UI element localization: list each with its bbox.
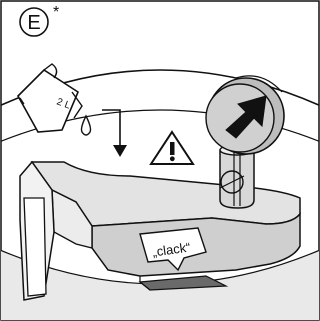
arrow-down-icon (102, 109, 127, 157)
gauge-needle (225, 95, 267, 139)
clack-text: „clack“ (151, 239, 191, 259)
lock-position-marker (220, 170, 244, 194)
water-drop-icon (80, 114, 92, 136)
step-letter: E (27, 12, 40, 34)
measuring-jug: 2 L (17, 63, 83, 133)
step-marker: E * (19, 4, 59, 37)
jug-volume-label: 2 L (55, 96, 72, 111)
clack-bubble: „clack“ (139, 227, 207, 272)
warning-triangle-icon (149, 130, 195, 165)
step-asterisk: * (53, 4, 59, 21)
pressure-gauge-icon (205, 75, 285, 155)
drum-ring-inner (1, 109, 319, 142)
